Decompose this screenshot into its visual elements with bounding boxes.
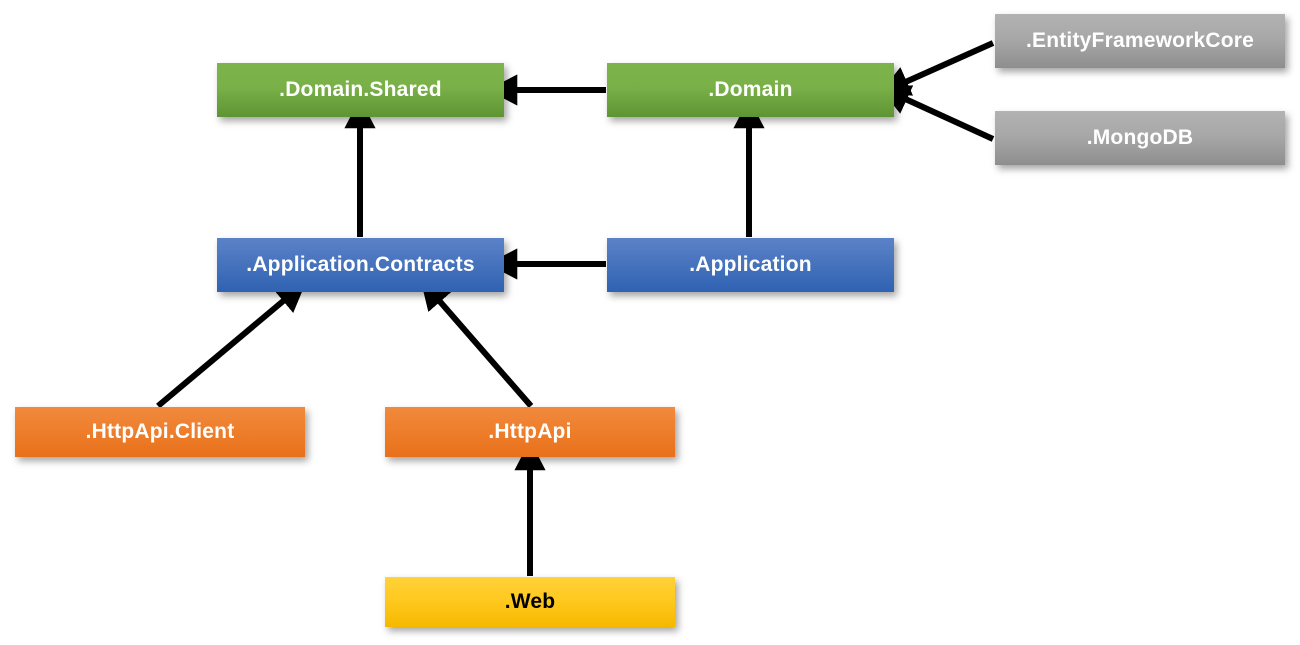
node-label: .EntityFrameworkCore xyxy=(1025,29,1255,52)
node-mongodb[interactable]: .MongoDB xyxy=(995,111,1285,165)
node-label: .HttpApi.Client xyxy=(85,420,235,443)
edge-entityframeworkcore-to-domain xyxy=(879,40,995,96)
node-label: .Web xyxy=(504,590,556,613)
node-domain[interactable]: .Domain xyxy=(607,63,894,117)
node-label: .HttpApi xyxy=(488,420,572,443)
node-label: .Application xyxy=(689,253,812,276)
node-label: .Domain.Shared xyxy=(279,78,442,101)
node-application-contracts[interactable]: .Application.Contracts xyxy=(217,238,504,292)
node-entity-framework-core[interactable]: .EntityFrameworkCore xyxy=(995,14,1285,68)
node-label: .Domain xyxy=(708,78,793,101)
node-web[interactable]: .Web xyxy=(385,577,675,627)
edge-httpapi-client-to-application-contracts xyxy=(156,281,307,409)
node-label: .MongoDB xyxy=(1086,126,1194,149)
node-domain-shared[interactable]: .Domain.Shared xyxy=(217,63,504,117)
edge-httpapi-to-application-contracts xyxy=(420,279,534,408)
node-httpapi-client[interactable]: .HttpApi.Client xyxy=(15,407,305,457)
edge-group xyxy=(156,40,995,576)
node-label: .Application.Contracts xyxy=(246,253,475,276)
edge-mongodb-to-domain xyxy=(879,85,995,142)
node-application[interactable]: .Application xyxy=(607,238,894,292)
node-httpapi[interactable]: .HttpApi xyxy=(385,407,675,457)
